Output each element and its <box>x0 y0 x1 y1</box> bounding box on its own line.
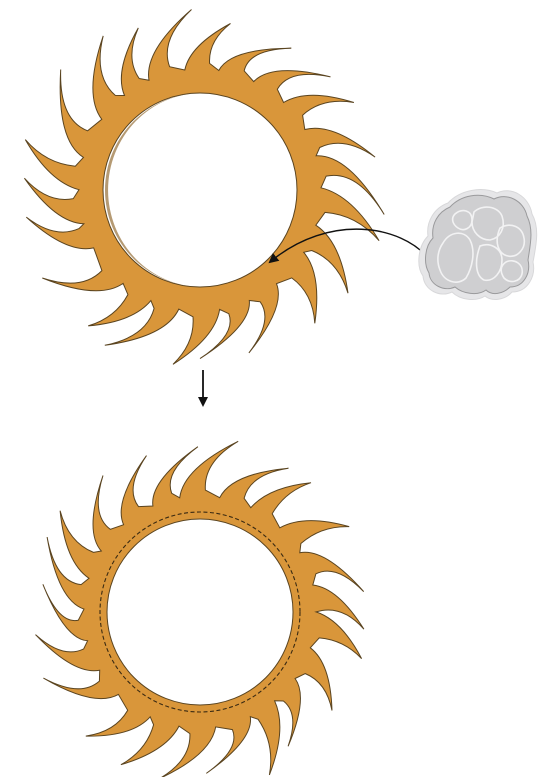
flame-ring-bottom <box>36 441 364 777</box>
flame-ring-icon <box>24 10 384 365</box>
flame-ring-top <box>24 10 384 365</box>
flame-ring-icon <box>36 441 364 777</box>
cell-cluster-icon <box>419 190 537 300</box>
